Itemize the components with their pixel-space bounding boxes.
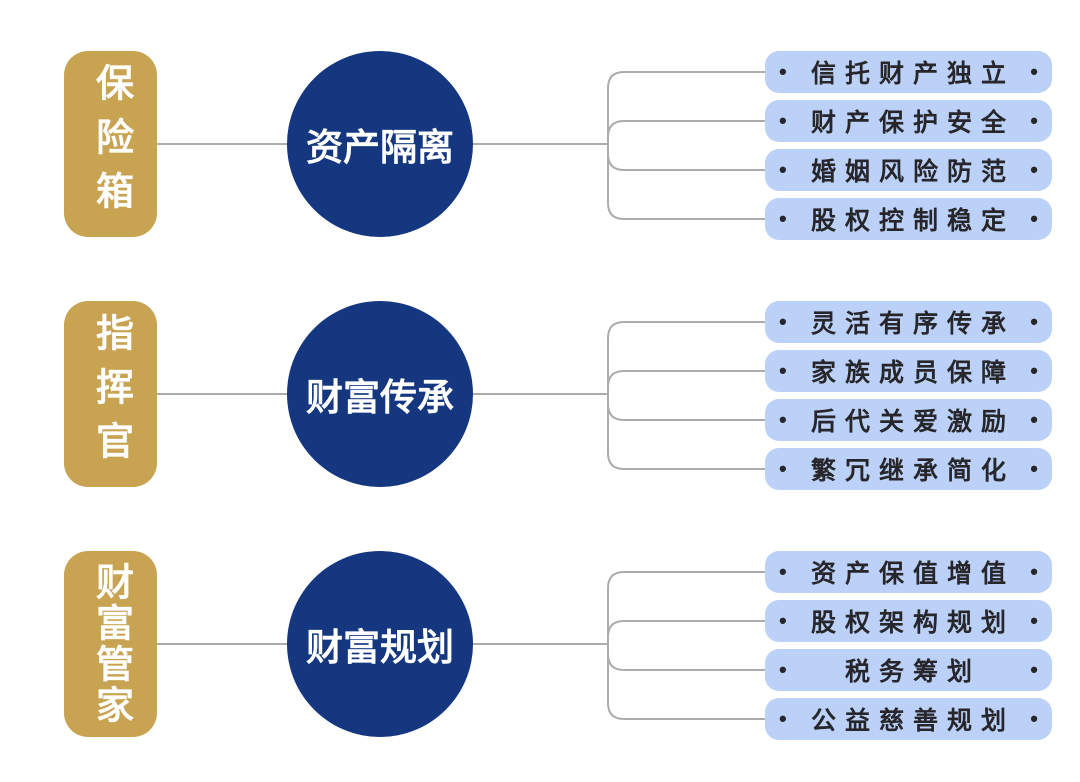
bullet-left: • [779, 108, 787, 133]
benefit-pill: • 繁冗继承简化 • [765, 448, 1052, 490]
topic-label: 资产隔离 [306, 127, 454, 168]
role-box-safe: 保险箱 [64, 51, 157, 237]
benefit-pill: • 后代关爱激励 • [765, 399, 1052, 441]
bullet-left: • [779, 358, 787, 383]
bullet-right: • [1030, 407, 1038, 432]
row-asset-isolation: 保险箱 资产隔离 • 信托财产独立 • • 财产保护安全 • • 婚姻风险防范 … [0, 51, 1080, 240]
benefit-label: 股权架构规划 [810, 609, 1015, 637]
benefit-pill: • 灵活有序传承 • [765, 301, 1052, 343]
benefit-label: 后代关爱激励 [810, 408, 1015, 436]
benefit-label: 繁冗继承简化 [810, 457, 1015, 485]
benefit-label: 灵活有序传承 [810, 310, 1015, 338]
bullet-right: • [1030, 206, 1038, 231]
benefit-label: 股权控制稳定 [810, 207, 1015, 235]
benefit-label: 资产保值增值 [810, 560, 1015, 588]
benefit-pill: • 公益慈善规划 • [765, 698, 1052, 740]
row-wealth-planning: 财富管家 财富规划 • 资产保值增值 • • 股权架构规划 • • 税务筹划 •… [0, 551, 1080, 740]
benefit-label: 公益慈善规划 [810, 707, 1015, 735]
benefit-pill: • 信托财产独立 • [765, 51, 1052, 93]
topic-label: 财富传承 [306, 377, 454, 418]
bullet-left: • [779, 559, 787, 584]
bullet-left: • [779, 456, 787, 481]
benefit-label: 财产保护安全 [810, 109, 1015, 137]
role-box-steward: 财富管家 [64, 551, 157, 737]
topic-label: 财富规划 [306, 627, 454, 668]
bullet-right: • [1030, 358, 1038, 383]
role-label: 指挥官 [89, 313, 132, 475]
bullet-right: • [1030, 309, 1038, 334]
row-wealth-inheritance: 指挥官 财富传承 • 灵活有序传承 • • 家族成员保障 • • 后代关爱激励 … [0, 301, 1080, 490]
role-box-commander: 指挥官 [64, 301, 157, 487]
bullet-right: • [1030, 657, 1038, 682]
topic-circle-wealth-inheritance: 财富传承 [287, 301, 473, 487]
bullet-right: • [1030, 456, 1038, 481]
bullet-left: • [779, 407, 787, 432]
bullet-right: • [1030, 706, 1038, 731]
bullet-right: • [1030, 157, 1038, 182]
bullet-right: • [1030, 108, 1038, 133]
bullet-left: • [779, 706, 787, 731]
benefit-pill: • 股权控制稳定 • [765, 198, 1052, 240]
benefit-pill: • 资产保值增值 • [765, 551, 1052, 593]
benefit-label: 婚姻风险防范 [810, 158, 1015, 186]
benefit-label: 信托财产独立 [810, 60, 1015, 88]
bullet-right: • [1030, 59, 1038, 84]
bullet-left: • [779, 157, 787, 182]
bullet-right: • [1030, 559, 1038, 584]
role-label: 财富管家 [89, 562, 132, 726]
bullet-right: • [1030, 608, 1038, 633]
benefit-label: 家族成员保障 [810, 359, 1015, 387]
role-label: 保险箱 [89, 63, 132, 225]
topic-circle-asset-isolation: 资产隔离 [287, 51, 473, 237]
topic-circle-wealth-planning: 财富规划 [287, 551, 473, 737]
benefit-pill: • 婚姻风险防范 • [765, 149, 1052, 191]
bullet-left: • [779, 59, 787, 84]
benefit-pill: • 税务筹划 • [765, 649, 1052, 691]
benefit-label: 税务筹划 [844, 658, 981, 686]
bullet-left: • [779, 206, 787, 231]
benefit-pill: • 股权架构规划 • [765, 600, 1052, 642]
benefit-pill: • 家族成员保障 • [765, 350, 1052, 392]
bullet-left: • [779, 309, 787, 334]
bullet-left: • [779, 608, 787, 633]
benefit-pill: • 财产保护安全 • [765, 100, 1052, 142]
bullet-left: • [779, 657, 787, 682]
